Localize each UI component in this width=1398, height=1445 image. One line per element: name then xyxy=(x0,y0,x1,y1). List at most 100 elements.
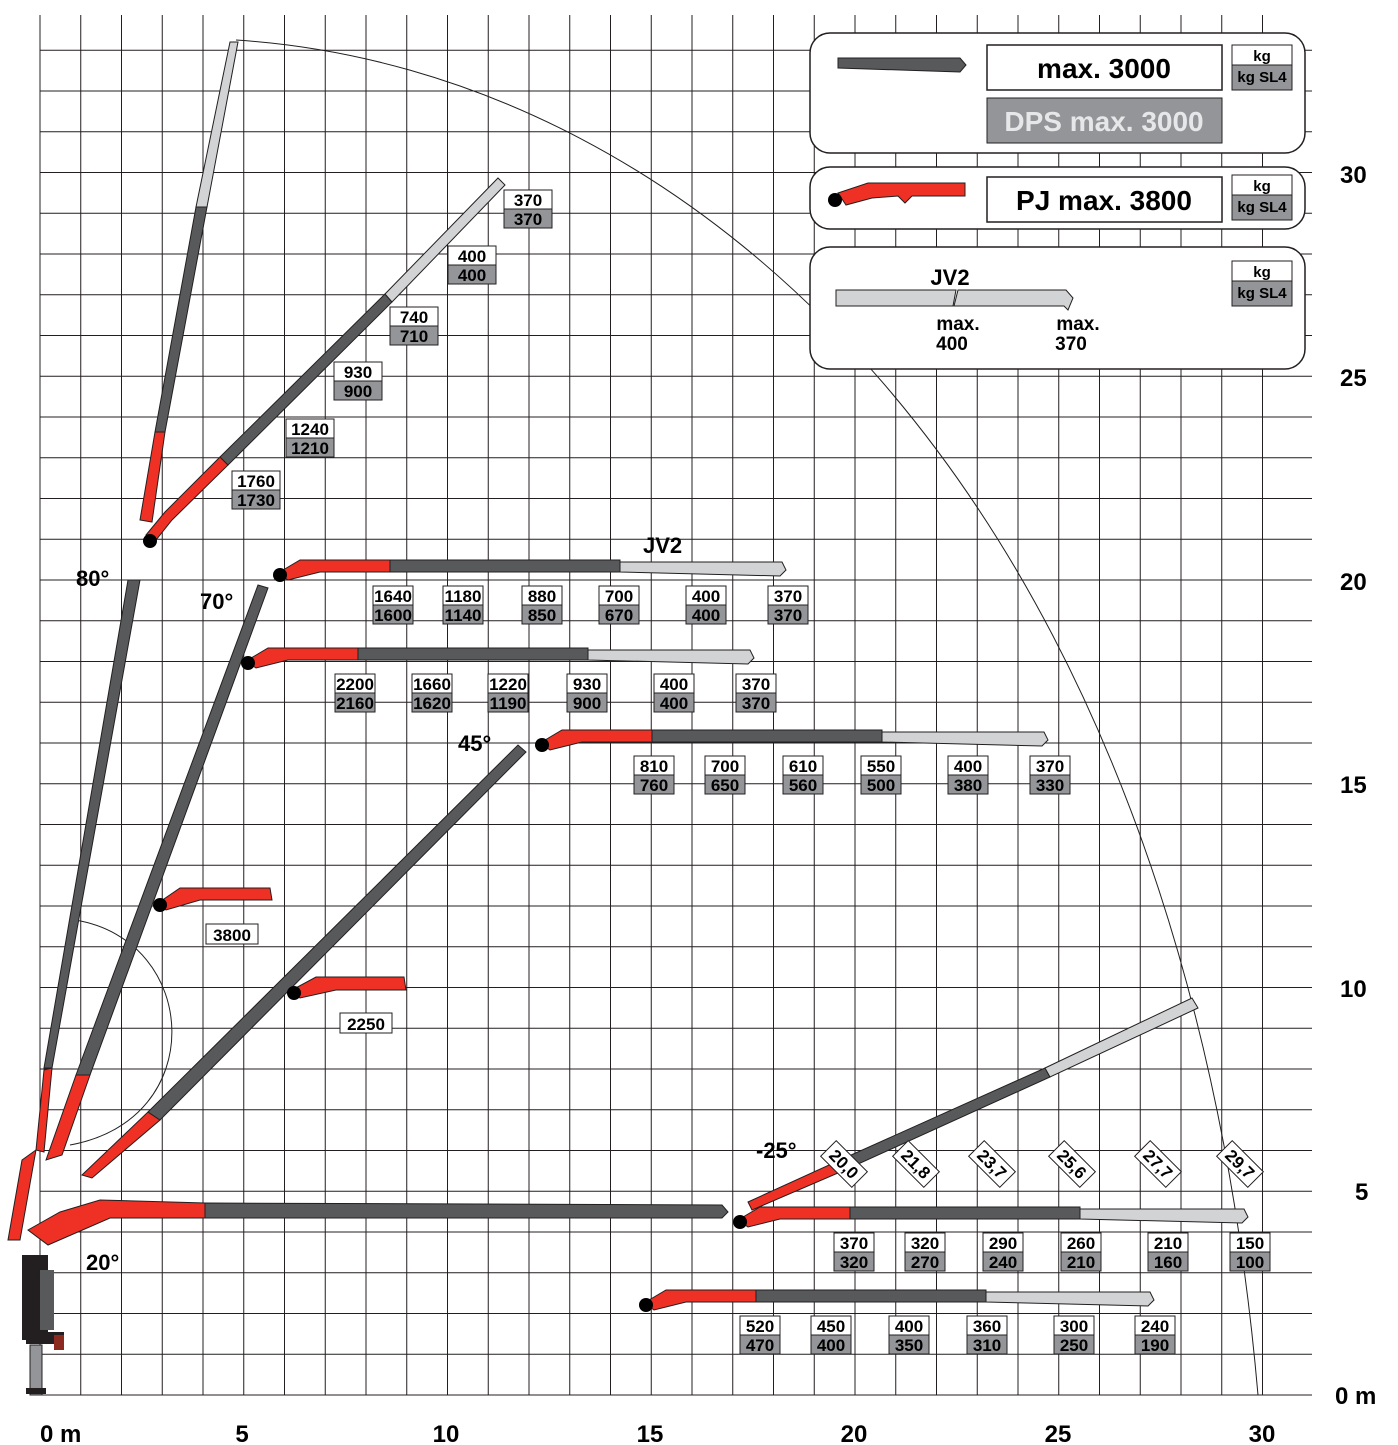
legend-pj-hook-icon xyxy=(828,193,842,207)
load-label-top-value: 400 xyxy=(895,1317,923,1336)
load-label-bottom-box xyxy=(1134,1334,1176,1355)
load-label-top-value: 210 xyxy=(1154,1234,1182,1253)
angle-labels: 80° 70° 45° 20° -25° JV2 xyxy=(76,533,797,1275)
legend-jib-section-1 xyxy=(835,289,957,307)
pj-load-labels: 3800 2250 xyxy=(205,923,393,1034)
load-label-top-value: 370 xyxy=(840,1234,868,1253)
angle-label-45: 45° xyxy=(458,731,491,756)
load-label-bottom-value: 400 xyxy=(692,606,720,625)
load-label-angled-bottom-box xyxy=(389,325,439,346)
load-label-angled-top-value: 1760 xyxy=(237,472,275,491)
reach-label-box xyxy=(1133,1139,1183,1189)
x-tick-label: 0 m xyxy=(40,1421,81,1445)
load-label-top-value: 520 xyxy=(746,1317,774,1336)
load-label-top-value: 300 xyxy=(1060,1317,1088,1336)
reach-label-box xyxy=(1047,1139,1097,1189)
boom-minus25-light xyxy=(1044,997,1199,1078)
load-label-angled-top-value: 740 xyxy=(400,308,428,327)
x-tick-label: 15 xyxy=(637,1421,664,1445)
load-label-bottom-value: 1140 xyxy=(445,606,482,625)
load-label-bottom-value: 1620 xyxy=(413,694,451,713)
load-label-bottom-box xyxy=(1029,774,1071,795)
load-label-bottom-value: 850 xyxy=(528,606,556,625)
boom-45-dark xyxy=(147,744,527,1121)
legend-unit-sl4-box xyxy=(1231,64,1293,91)
load-label-angled-top-value: 1240 xyxy=(291,420,329,439)
reach-label-box xyxy=(967,1139,1017,1189)
y-tick-label: 30 xyxy=(1340,162,1367,189)
load-label-bottom-value: 500 xyxy=(867,776,895,795)
y-tick-label: 20 xyxy=(1340,569,1367,596)
load-label-bottom-box xyxy=(904,1251,946,1272)
legend-jib-max-label-2: max. xyxy=(1056,314,1099,335)
load-label-angled-top-value: 930 xyxy=(344,363,372,382)
load-label-angled-bottom-box xyxy=(285,437,335,458)
load-label-bottom-value: 250 xyxy=(1060,1336,1088,1355)
pj-load-box xyxy=(205,923,259,945)
crane-base xyxy=(22,1255,64,1396)
load-label-top-value: 810 xyxy=(640,757,668,776)
x-tick-label: 30 xyxy=(1249,1421,1276,1445)
load-label-bottom-box xyxy=(704,774,746,795)
legend-jib-box xyxy=(809,246,1306,370)
pj-arm-lower xyxy=(287,976,407,1000)
load-label-top-value: 320 xyxy=(911,1234,939,1253)
load-label-top-value: 260 xyxy=(1067,1234,1095,1253)
pj-load-value: 3800 xyxy=(213,926,251,945)
load-label-angled-top-value: 370 xyxy=(514,191,542,210)
legend-main-label-box xyxy=(986,44,1223,91)
angle-label-20: 20° xyxy=(86,1250,119,1275)
load-label-bottom-value: 100 xyxy=(1236,1253,1264,1272)
reach-label: 23,7 xyxy=(967,1139,1017,1189)
load-label-bottom-box xyxy=(598,604,640,625)
load-label-bottom-value: 330 xyxy=(1036,776,1064,795)
load-label-top-value: 150 xyxy=(1236,1234,1264,1253)
load-label-bottom-value: 1190 xyxy=(490,694,527,713)
load-label-bottom-box xyxy=(521,604,563,625)
x-tick-label: 10 xyxy=(433,1421,460,1445)
load-label-bottom-box xyxy=(685,604,727,625)
load-label-bottom-value: 760 xyxy=(640,776,668,795)
y-tick-label: 5 xyxy=(1355,1179,1368,1206)
load-label-bottom-box xyxy=(947,774,989,795)
load-label-bottom-box xyxy=(334,692,376,713)
boom-vertical-dark xyxy=(154,206,208,433)
load-label-bottom-box xyxy=(1147,1251,1189,1272)
load-label-bottom-value: 400 xyxy=(817,1336,845,1355)
y-tick-label: 10 xyxy=(1340,976,1367,1003)
load-labels: 1640160011801140880850700670400400370370… xyxy=(231,189,1271,1355)
load-label-angled-bottom-value: 1210 xyxy=(291,439,329,458)
boom-20-dark xyxy=(204,1202,729,1219)
row-2m-boom xyxy=(639,1289,1155,1312)
load-label-angled-bottom-box xyxy=(503,208,553,229)
load-label-bottom-box xyxy=(1060,1251,1102,1272)
legend-jib-unit-kg: kg xyxy=(1253,264,1271,281)
load-label-top-value: 370 xyxy=(774,587,802,606)
row-18m-boom xyxy=(241,647,755,670)
reach-label: 27,7 xyxy=(1133,1139,1183,1189)
legend-jib-section-2 xyxy=(953,289,1074,311)
y-tick-label: 15 xyxy=(1340,772,1367,799)
legend-main-boom-icon xyxy=(837,57,967,73)
load-label-top-value: 400 xyxy=(692,587,720,606)
angle-label-minus25: -25° xyxy=(756,1138,797,1163)
reach-envelope xyxy=(235,39,1259,1396)
pj-load-value: 2250 xyxy=(347,1015,385,1034)
load-label-bottom-box xyxy=(372,604,414,625)
angle-label-80: 80° xyxy=(76,566,109,591)
load-label-bottom-box xyxy=(1229,1251,1271,1272)
y-axis: 0 m 5 10 15 20 25 30 xyxy=(1335,162,1376,1410)
load-label-bottom-box xyxy=(860,774,902,795)
reach-label-box xyxy=(1215,1139,1265,1189)
load-label-top-value: 550 xyxy=(867,757,895,776)
load-label-bottom-value: 210 xyxy=(1067,1253,1095,1272)
load-label-bottom-value: 400 xyxy=(660,694,688,713)
load-label-bottom-value: 270 xyxy=(911,1253,939,1272)
slew-circle xyxy=(69,919,173,1146)
legend-dps-box xyxy=(986,97,1223,144)
load-label-angled-bottom-value: 400 xyxy=(458,266,486,285)
load-label-top-value: 2200 xyxy=(336,675,374,694)
load-label-bottom-box xyxy=(735,692,777,713)
load-label-bottom-value: 470 xyxy=(746,1336,774,1355)
